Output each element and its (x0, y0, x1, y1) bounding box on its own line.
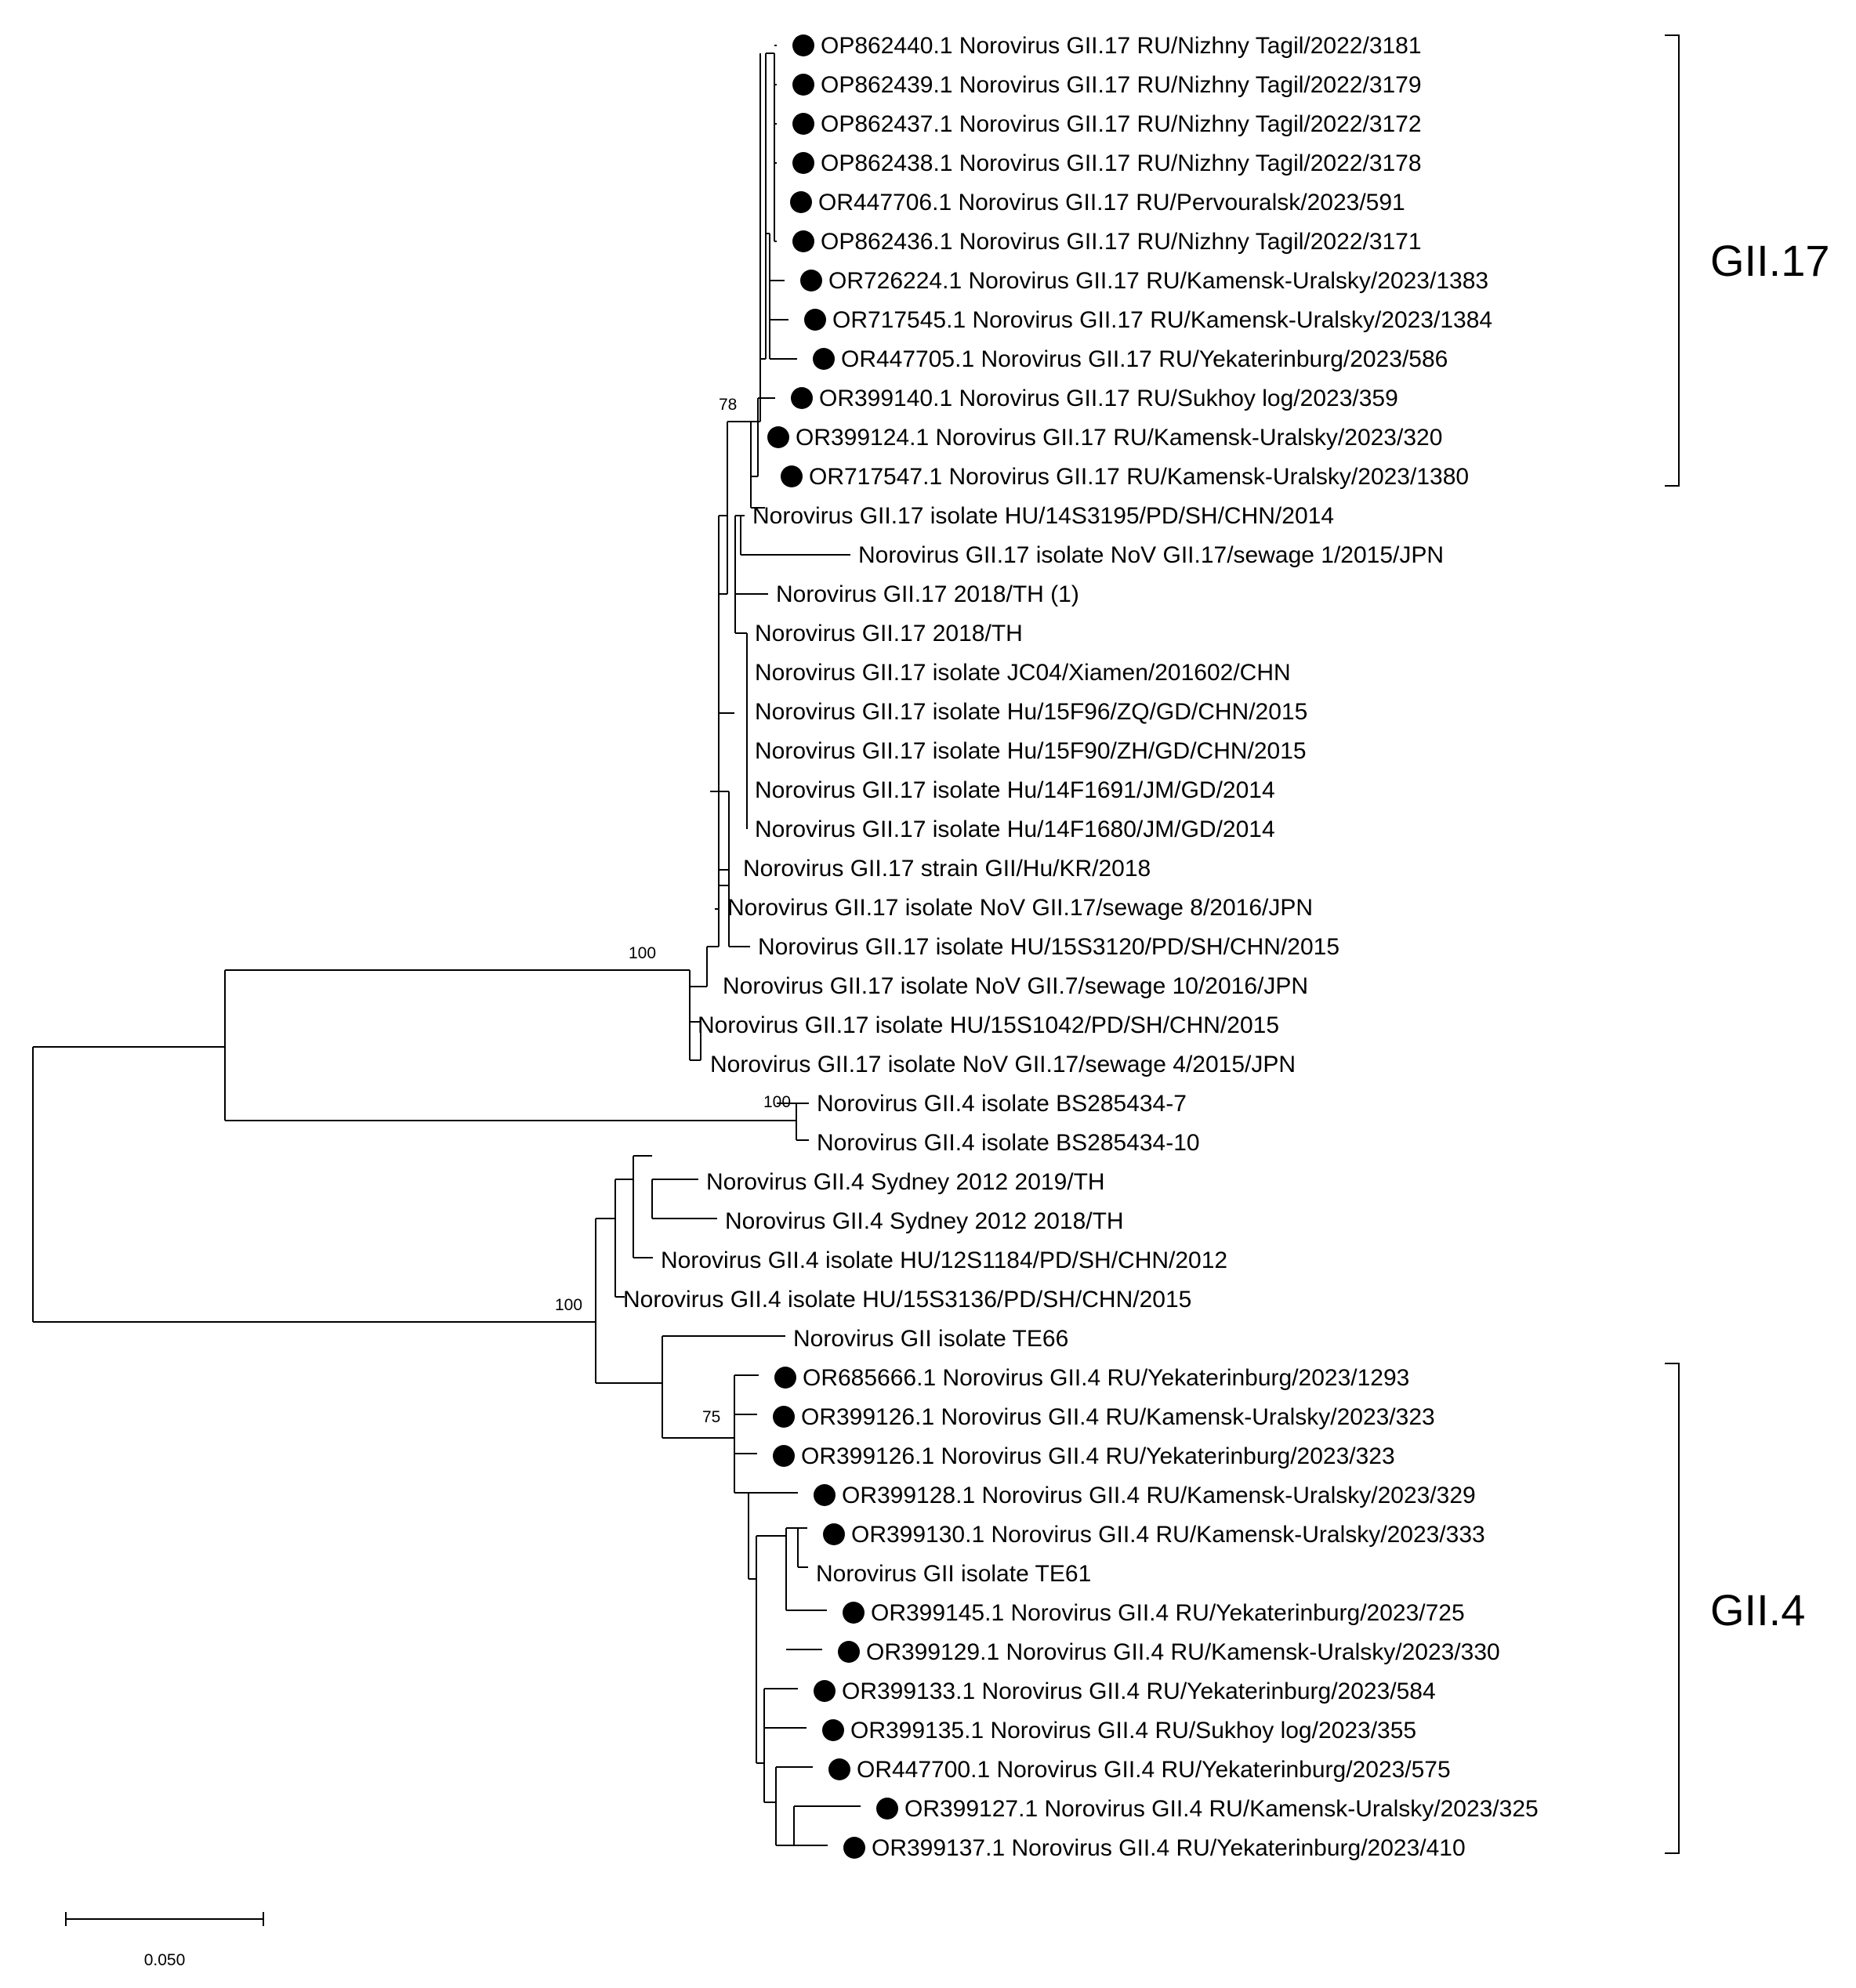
taxon-label: OR399140.1 Norovirus GII.17 RU/Sukhoy lo… (819, 386, 1398, 411)
taxon-label: OR685666.1 Norovirus GII.4 RU/Yekaterinb… (803, 1365, 1409, 1391)
taxon-label: OR447706.1 Norovirus GII.17 RU/Pervoural… (818, 190, 1405, 215)
sample-marker (813, 348, 835, 370)
taxon-label: OR399145.1 Norovirus GII.4 RU/Yekaterinb… (871, 1600, 1465, 1626)
sample-marker (792, 152, 814, 174)
sample-marker (774, 1367, 796, 1389)
sample-marker (773, 1406, 795, 1428)
taxon-label: Norovirus GII.4 isolate BS285434-7 (817, 1091, 1187, 1117)
taxon-label: Norovirus GII.17 isolate NoV GII.7/sewag… (723, 973, 1308, 999)
taxon-label: Norovirus GII.17 isolate HU/15S3120/PD/S… (758, 934, 1339, 960)
taxon-label: OR399129.1 Norovirus GII.4 RU/Kamensk-Ur… (866, 1639, 1500, 1665)
taxon-labels: OP862440.1 Norovirus GII.17 RU/Nizhny Ta… (623, 33, 1539, 1861)
taxon-label: OP862438.1 Norovirus GII.17 RU/Nizhny Ta… (821, 150, 1422, 176)
taxon-label: OR447705.1 Norovirus GII.17 RU/Yekaterin… (841, 346, 1448, 372)
sample-marker (843, 1602, 865, 1624)
taxon-label: Norovirus GII.4 isolate BS285434-10 (817, 1130, 1200, 1156)
sample-marker (876, 1798, 898, 1820)
taxon-label: Norovirus GII.17 isolate NoV GII.17/sewa… (858, 542, 1444, 568)
taxon-label: Norovirus GII.4 Sydney 2012 2019/TH (706, 1169, 1105, 1195)
taxon-label: Norovirus GII.17 strain GII/Hu/KR/2018 (743, 856, 1151, 882)
taxon-label: OR399130.1 Norovirus GII.4 RU/Kamensk-Ur… (851, 1522, 1485, 1548)
taxon-label: Norovirus GII.17 isolate Hu/14F1691/JM/G… (755, 777, 1275, 803)
taxon-label: OR717547.1 Norovirus GII.17 RU/Kamensk-U… (809, 464, 1469, 490)
taxon-label: OR399135.1 Norovirus GII.4 RU/Sukhoy log… (850, 1718, 1416, 1744)
support-value: 78 (719, 396, 737, 414)
sample-marker (773, 1445, 795, 1467)
support-value: 100 (629, 944, 656, 962)
taxon-label: Norovirus GII.4 Sydney 2012 2018/TH (725, 1208, 1124, 1234)
tree-branches (32, 45, 861, 1846)
taxon-label: OR399126.1 Norovirus GII.4 RU/Kamensk-Ur… (801, 1404, 1435, 1430)
sample-marker (843, 1837, 865, 1859)
taxon-label: Norovirus GII.4 isolate HU/15S3136/PD/SH… (623, 1287, 1191, 1313)
taxon-label: OR717545.1 Norovirus GII.17 RU/Kamensk-U… (832, 307, 1492, 333)
taxon-label: Norovirus GII.17 isolate NoV GII.17/sewa… (727, 895, 1313, 921)
sample-markers (767, 34, 898, 1859)
sample-marker (792, 230, 814, 252)
scale-bar (65, 1912, 264, 1926)
clade-label-gii17: GII.17 (1710, 236, 1830, 285)
taxon-label: Norovirus GII isolate TE61 (816, 1561, 1091, 1587)
sample-marker (800, 270, 822, 292)
sample-marker (804, 309, 826, 331)
taxon-label: OR399128.1 Norovirus GII.4 RU/Kamensk-Ur… (842, 1483, 1476, 1508)
taxon-label: Norovirus GII.17 isolate Hu/15F96/ZQ/GD/… (755, 699, 1307, 725)
scale-bar-label: 0.050 (144, 1951, 186, 1969)
taxon-label: OP862436.1 Norovirus GII.17 RU/Nizhny Ta… (821, 229, 1422, 255)
taxon-label: Norovirus GII.4 isolate HU/12S1184/PD/SH… (661, 1247, 1227, 1273)
sample-marker (838, 1641, 860, 1663)
taxon-label: OR447700.1 Norovirus GII.4 RU/Yekaterinb… (857, 1757, 1451, 1783)
taxon-label: OR399137.1 Norovirus GII.4 RU/Yekaterinb… (872, 1835, 1466, 1861)
taxon-label: Norovirus GII.17 isolate NoV GII.17/sewa… (710, 1052, 1296, 1077)
clade-label-gii4: GII.4 (1710, 1585, 1805, 1635)
taxon-label: OP862439.1 Norovirus GII.17 RU/Nizhny Ta… (821, 72, 1422, 98)
support-value: 100 (763, 1093, 791, 1111)
taxon-label: OR399124.1 Norovirus GII.17 RU/Kamensk-U… (796, 425, 1442, 451)
taxon-label: Norovirus GII.17 isolate HU/15S1042/PD/S… (698, 1012, 1279, 1038)
taxon-label: OR399127.1 Norovirus GII.4 RU/Kamensk-Ur… (904, 1796, 1539, 1822)
clade-bracket-gii4 (1665, 1363, 1680, 1854)
sample-marker (792, 74, 814, 96)
sample-marker (792, 113, 814, 135)
sample-marker (791, 387, 813, 409)
sample-marker (814, 1680, 836, 1702)
taxon-label: Norovirus GII.17 2018/TH (755, 621, 1023, 646)
taxon-label: OP862437.1 Norovirus GII.17 RU/Nizhny Ta… (821, 111, 1422, 137)
sample-marker (822, 1719, 844, 1741)
sample-marker (790, 191, 812, 213)
taxon-label: Norovirus GII.17 isolate Hu/15F90/ZH/GD/… (755, 738, 1307, 764)
support-value: 100 (555, 1296, 582, 1314)
sample-marker (823, 1523, 845, 1545)
sample-marker (792, 34, 814, 56)
taxon-label: OR399126.1 Norovirus GII.4 RU/Yekaterinb… (801, 1443, 1395, 1469)
taxon-label: OP862440.1 Norovirus GII.17 RU/Nizhny Ta… (821, 33, 1422, 59)
taxon-label: Norovirus GII.17 isolate HU/14S3195/PD/S… (752, 503, 1334, 529)
taxon-label: Norovirus GII.17 isolate Hu/14F1680/JM/G… (755, 817, 1275, 842)
support-value: 75 (702, 1408, 720, 1426)
clade-bracket-gii17 (1665, 34, 1680, 487)
taxon-label: Norovirus GII.17 2018/TH (1) (776, 581, 1079, 607)
taxon-label: OR726224.1 Norovirus GII.17 RU/Kamensk-U… (828, 268, 1488, 294)
taxon-label: OR399133.1 Norovirus GII.4 RU/Yekaterinb… (842, 1678, 1436, 1704)
sample-marker (814, 1484, 836, 1506)
taxon-label: Norovirus GII isolate TE66 (793, 1326, 1068, 1352)
taxon-label: Norovirus GII.17 isolate JC04/Xiamen/201… (755, 660, 1291, 686)
sample-marker (767, 426, 789, 448)
sample-marker (828, 1758, 850, 1780)
sample-marker (781, 465, 803, 487)
